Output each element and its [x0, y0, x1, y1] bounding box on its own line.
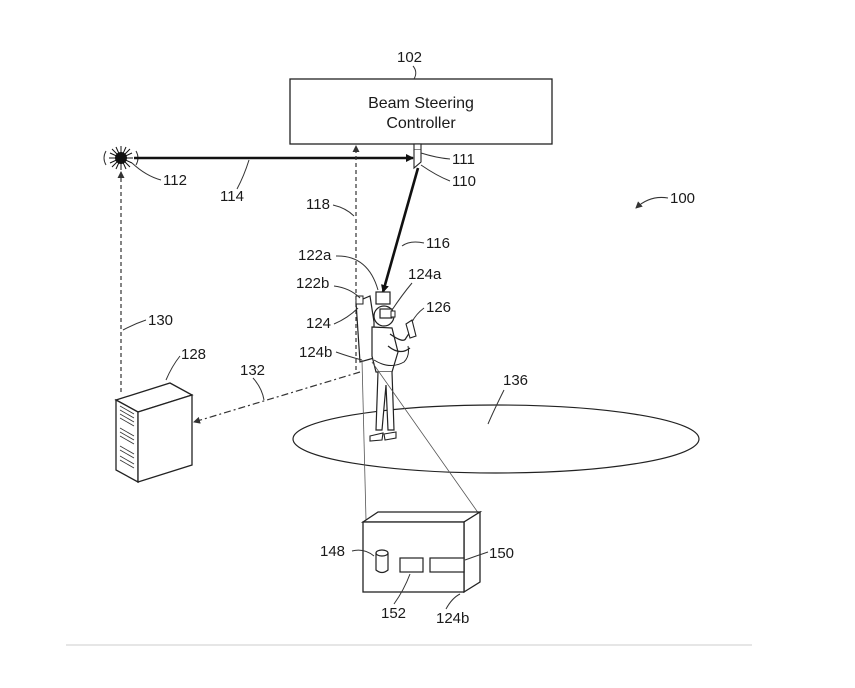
ref-label-150: 150 [489, 545, 514, 562]
ref-label-128: 128 [181, 346, 206, 363]
ref-label-118: 118 [306, 196, 330, 213]
controller-label-line2: Controller [386, 115, 456, 132]
module-152 [399, 557, 424, 573]
beam-116 [381, 167, 420, 293]
leader-150 [464, 551, 489, 561]
leader-102 [412, 65, 417, 80]
leader-130 [122, 319, 147, 331]
ref-label-102: 102 [397, 49, 422, 66]
ref-label-130: 130 [148, 312, 173, 329]
leader-116 [401, 241, 425, 247]
leader-148 [351, 549, 375, 557]
link-132 [193, 371, 361, 424]
leader-126 [411, 307, 425, 323]
play-area-136 [292, 404, 700, 474]
leader-118 [332, 204, 355, 217]
controller-label-line1: Beam Steering [368, 95, 474, 112]
ref-label-114: 114 [220, 188, 244, 205]
beam-steering-controller: Beam Steering Controller [289, 78, 553, 145]
leader-124 [333, 307, 359, 325]
ref-label-136: 136 [503, 372, 528, 389]
ref-label-100: 100 [670, 190, 695, 207]
ref-label-124: 124 [306, 315, 331, 332]
leader-124b-detail [445, 593, 461, 610]
leader-124b-user [335, 351, 363, 361]
user-figure [355, 291, 417, 442]
light-source-icon [103, 146, 139, 170]
server-icon [114, 382, 194, 484]
ref-label-122a: 122a [298, 247, 332, 264]
storage-cylinder-icon [375, 549, 389, 574]
leader-122b [333, 285, 361, 299]
leader-136 [487, 389, 505, 425]
projection-line-right [371, 361, 480, 515]
leader-110 [420, 164, 451, 182]
projection-line-left [361, 359, 367, 521]
ref-label-122b: 122b [296, 275, 329, 292]
ref-label-148: 148 [320, 543, 345, 560]
leader-152 [393, 573, 411, 605]
ref-label-116: 116 [426, 235, 450, 252]
leader-132 [252, 377, 265, 401]
ref-label-112: 112 [163, 172, 187, 189]
ref-label-132: 132 [240, 362, 265, 379]
leader-124a [391, 282, 413, 311]
ref-label-124b-user: 124b [299, 344, 332, 361]
leader-114 [236, 159, 250, 190]
leader-128 [165, 355, 181, 381]
leader-100 [635, 197, 669, 209]
ref-label-152: 152 [381, 605, 406, 622]
leader-112 [131, 162, 162, 181]
leader-122a [335, 255, 379, 291]
ref-label-126: 126 [426, 299, 451, 316]
leader-111 [420, 152, 451, 160]
ref-label-124b-detail: 124b [436, 610, 469, 627]
ref-label-124a: 124a [408, 266, 442, 283]
steering-mirror [413, 143, 422, 170]
ref-label-110: 110 [452, 173, 476, 190]
ref-label-111: 111 [452, 151, 475, 168]
module-150 [429, 557, 465, 573]
